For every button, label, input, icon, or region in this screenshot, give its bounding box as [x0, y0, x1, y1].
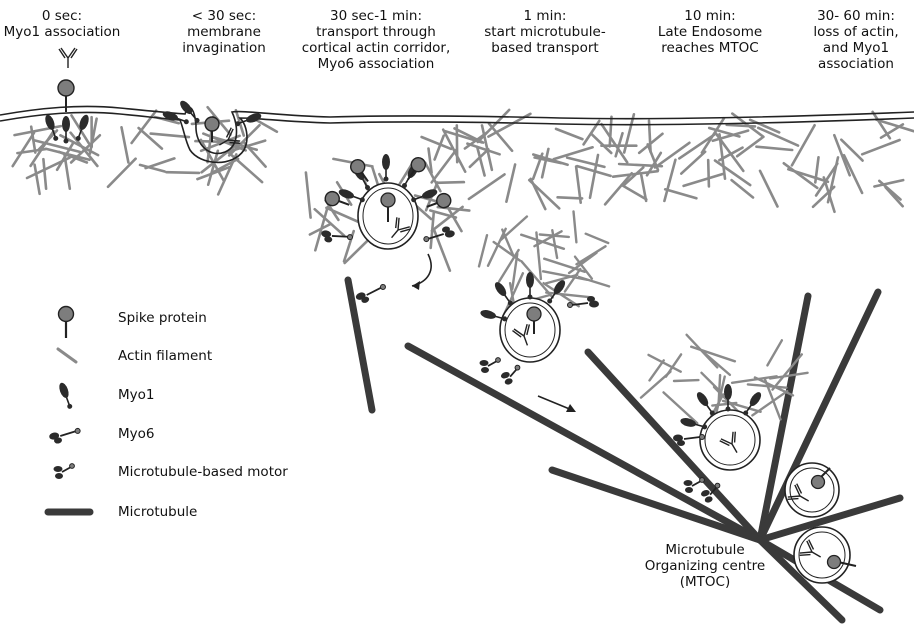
actin-filament — [494, 242, 520, 261]
actin-filament — [306, 173, 311, 218]
actin-filament — [556, 129, 582, 139]
actin-filament — [469, 174, 505, 199]
actin-filament — [664, 160, 675, 201]
actin-filament — [767, 340, 782, 365]
actin-filament — [674, 380, 698, 381]
detached-myo6 — [355, 284, 389, 306]
actin-filament — [151, 134, 189, 138]
actin-filament — [479, 235, 487, 266]
actin-filament — [684, 174, 724, 186]
actin-filament — [591, 134, 611, 153]
actin-filament — [886, 187, 903, 206]
actin-filament — [13, 133, 34, 166]
actin-filament — [665, 189, 696, 198]
myo6-icon — [49, 428, 82, 445]
actin-filament — [565, 269, 580, 292]
actin-filament — [506, 165, 515, 202]
stage3-endosome — [479, 272, 599, 386]
legend-label-spike: Spike protein — [118, 310, 207, 326]
actin-filament — [108, 159, 136, 187]
stage-label-2: 30 sec-1 min: transport through cortical… — [296, 8, 456, 72]
actin-filament — [577, 246, 606, 264]
legend-label-myo1: Myo1 — [118, 387, 155, 403]
transition-arrow-straight — [538, 396, 576, 412]
stage-label-1: < 30 sec: membrane invagination — [178, 8, 270, 56]
actin-filament — [558, 197, 583, 198]
actin-filament — [650, 360, 664, 380]
mtoc-label: Microtubule Organizing centre (MTOC) — [630, 542, 780, 590]
legend — [48, 307, 90, 513]
actin-filament — [540, 235, 569, 237]
actin-filament — [760, 171, 778, 207]
actin-filament — [567, 158, 604, 167]
actin-filament — [844, 155, 862, 193]
actin-filament — [166, 172, 199, 173]
actin-filament — [602, 124, 628, 162]
actin-filament — [862, 140, 899, 154]
stage5-endosome-lower — [794, 527, 856, 583]
actin-filament — [590, 155, 598, 198]
actin-filament — [477, 147, 484, 176]
spike-protein-icon — [59, 307, 74, 339]
actin-filament — [702, 373, 722, 392]
actin-filament — [664, 392, 698, 423]
stage-label-0: 0 sec: Myo1 association — [0, 8, 124, 40]
legend-label-actin: Actin filament — [118, 348, 212, 364]
actin-filament — [437, 182, 464, 183]
actin-filament — [122, 127, 129, 162]
actin-filament — [35, 165, 40, 194]
actin-filament — [43, 159, 46, 189]
actin-filament — [574, 211, 577, 242]
microtubule-motor-icon — [54, 464, 75, 479]
actin-filament — [326, 208, 362, 224]
actin-filament — [425, 163, 440, 192]
actin-filament — [586, 234, 609, 243]
myo1-icon — [57, 381, 74, 410]
stage5-endosome-upper — [785, 463, 839, 517]
legend-label-mt-motor: Microtubule-based motor — [118, 464, 288, 480]
actin-filament — [708, 160, 709, 186]
actin-filament-icon — [58, 349, 76, 362]
stage0-spike-complex — [43, 48, 90, 144]
actin-filament — [435, 136, 444, 160]
actin-filament — [732, 180, 753, 197]
legend-label-myo6: Myo6 — [118, 426, 155, 442]
stage-label-3: 1 min: start microtubule- based transpor… — [480, 8, 610, 56]
actin-filament — [687, 335, 718, 368]
stage-label-4: 10 min: Late Endosome reaches MTOC — [650, 8, 770, 56]
stage-label-5: 30- 60 min: loss of actin, and Myo1 asso… — [798, 8, 914, 72]
legend-label-microtubule: Microtubule — [118, 504, 197, 520]
transition-arrow-curved — [412, 254, 431, 290]
actin-filament — [756, 147, 792, 150]
actin-filament — [139, 128, 162, 149]
actin-filament — [554, 147, 593, 159]
actin-filament — [489, 124, 512, 151]
cortical-actin-mesh — [13, 107, 914, 271]
actin-filament — [610, 117, 612, 147]
